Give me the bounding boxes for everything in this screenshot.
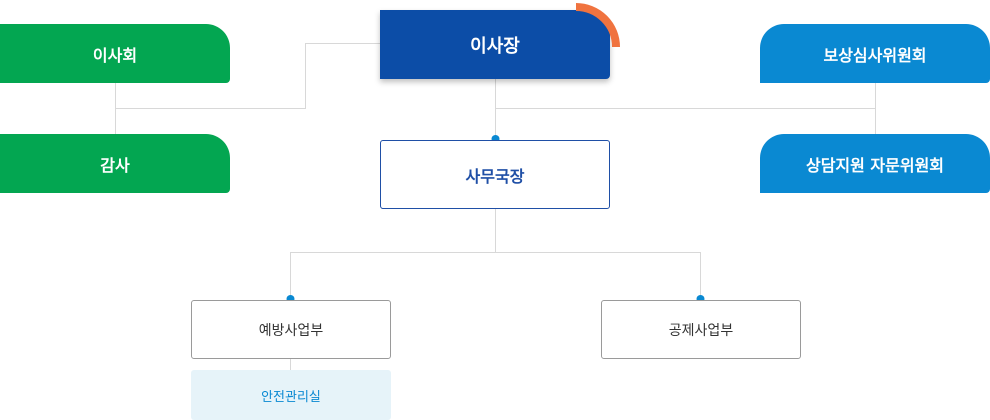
counseling-committee-node[interactable]: 상담지원 자문위원회 bbox=[760, 134, 990, 193]
mutual-aid-dept-node[interactable]: 공제사업부 bbox=[601, 300, 801, 359]
prevention-dept-label: 예방사업부 bbox=[258, 322, 324, 339]
counseling-committee-label: 상담지원 자문위원회 bbox=[805, 155, 945, 175]
corner-accent-icon bbox=[575, 3, 620, 48]
safety-office-label: 안전관리실 bbox=[261, 389, 321, 405]
safety-office-node[interactable]: 안전관리실 bbox=[191, 370, 391, 420]
prevention-dept-node[interactable]: 예방사업부 bbox=[191, 300, 391, 359]
mutual-aid-dept-label: 공제사업부 bbox=[668, 322, 734, 339]
chairman-label: 이사장 bbox=[470, 35, 520, 57]
board-node[interactable]: 이사회 bbox=[0, 24, 230, 83]
audit-node[interactable]: 감사 bbox=[0, 134, 230, 193]
compensation-committee-node[interactable]: 보상심사위원회 bbox=[760, 24, 990, 83]
secretary-general-node[interactable]: 사무국장 bbox=[380, 140, 610, 209]
audit-label: 감사 bbox=[100, 155, 130, 175]
compensation-committee-label: 보상심사위원회 bbox=[823, 45, 927, 65]
chairman-node[interactable]: 이사장 bbox=[380, 10, 610, 79]
board-label: 이사회 bbox=[92, 45, 138, 65]
secretary-general-label: 사무국장 bbox=[465, 166, 525, 186]
